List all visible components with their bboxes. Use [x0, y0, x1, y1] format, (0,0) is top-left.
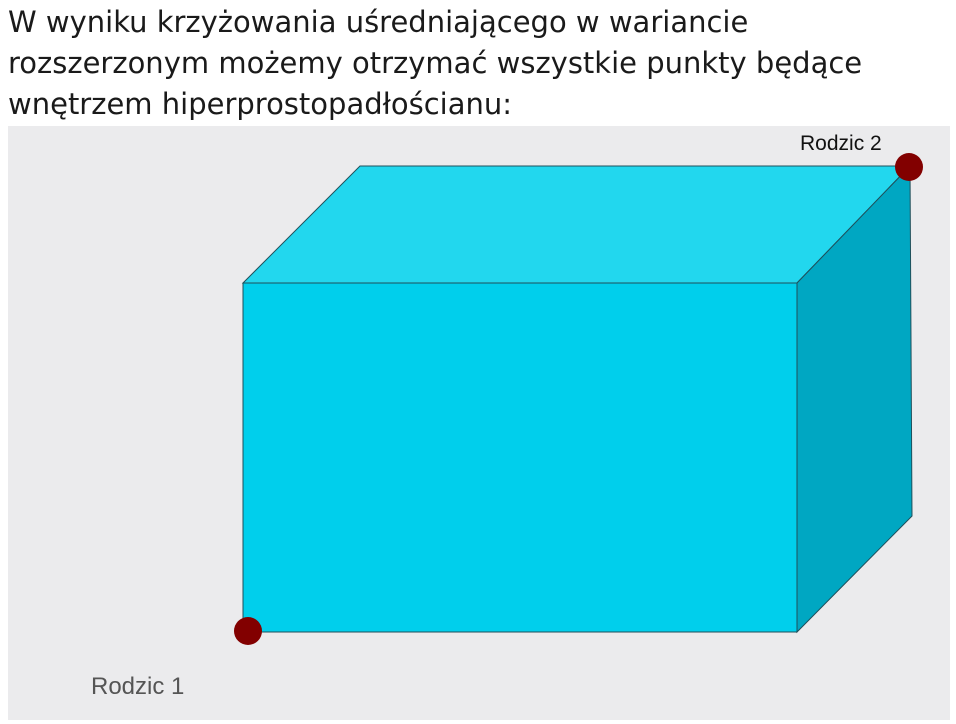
cuboid-front-face: [242, 282, 798, 633]
cuboid-figure: Rodzic 2 Rodzic 1: [8, 126, 950, 720]
cuboid-diagram: [234, 153, 923, 645]
parent-2-point: [895, 153, 923, 181]
parent-1-point: [234, 617, 262, 645]
parent-2-label: Rodzic 2: [800, 132, 882, 155]
slide-text: W wyniku krzyżowania uśredniającego w wa…: [8, 5, 863, 121]
cuboid-top-face: [241, 165, 912, 284]
parent-1-label: Rodzic 1: [91, 673, 185, 700]
